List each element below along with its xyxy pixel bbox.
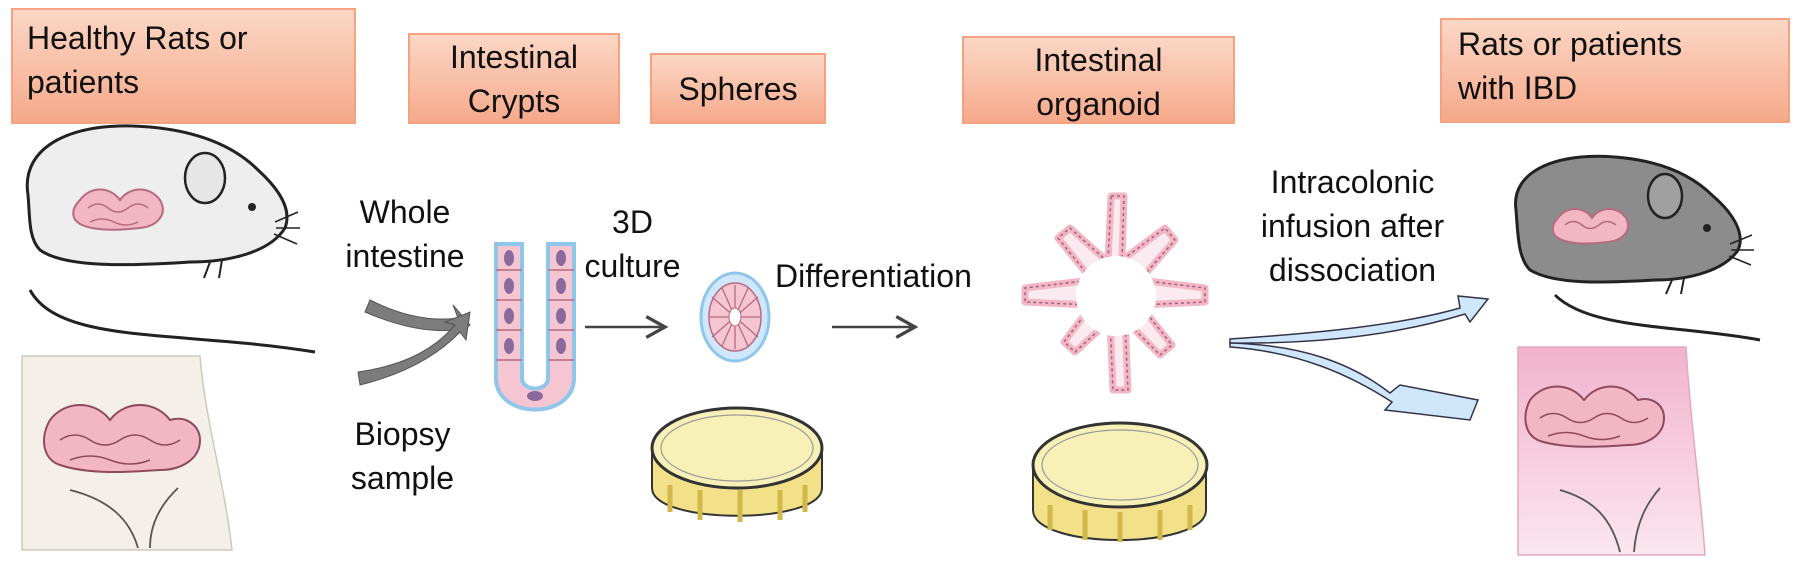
collection-arrows-icon <box>357 299 471 386</box>
healthy-rat-icon <box>25 124 316 354</box>
header-ibd-text: Rats or patients with IBD <box>1458 26 1683 106</box>
header-spheres-text: Spheres <box>678 71 798 107</box>
petri-dish-icon <box>650 406 824 522</box>
header-organoid-text: Intestinal organoid <box>1034 42 1163 122</box>
header-healthy-rats-or-patients: Healthy Rats or patients <box>11 8 356 124</box>
ibd-patient-intestine-icon <box>1524 385 1666 448</box>
ibd-rat-icon <box>1514 154 1761 342</box>
label-3d-culture: 3D culture <box>584 204 681 284</box>
label-whole-intestine: Whole intestine <box>345 194 465 274</box>
sphere-icon <box>699 271 771 363</box>
intestinal-crypt-icon <box>494 242 576 412</box>
organoid-petri-dish-icon <box>1031 421 1209 542</box>
infusion-arrows-icon <box>1229 295 1490 421</box>
organoid-icon <box>1021 192 1209 394</box>
label-biopsy-sample: Biopsy sample <box>350 416 455 496</box>
healthy-patient-intestine-icon <box>43 404 202 474</box>
header-healthy-text: Healthy Rats or patients <box>27 20 248 100</box>
label-intracolonic-infusion: Intracolonic infusion after dissociation <box>1260 164 1445 288</box>
ibd-patient-torso-icon <box>1517 346 1706 556</box>
healthy-patient-torso-icon <box>21 355 233 551</box>
header-intestinal-organoid: Intestinal organoid <box>962 36 1235 124</box>
healthy-rat-intestine-icon <box>72 188 164 231</box>
header-crypts-text: Intestinal Crypts <box>449 39 579 119</box>
header-spheres: Spheres <box>650 53 826 124</box>
label-differentiation: Differentiation <box>775 258 972 294</box>
header-rats-or-patients-with-ibd: Rats or patients with IBD <box>1440 18 1790 123</box>
header-intestinal-crypts: Intestinal Crypts <box>408 33 620 124</box>
ibd-rat-intestine-icon <box>1551 208 1629 245</box>
